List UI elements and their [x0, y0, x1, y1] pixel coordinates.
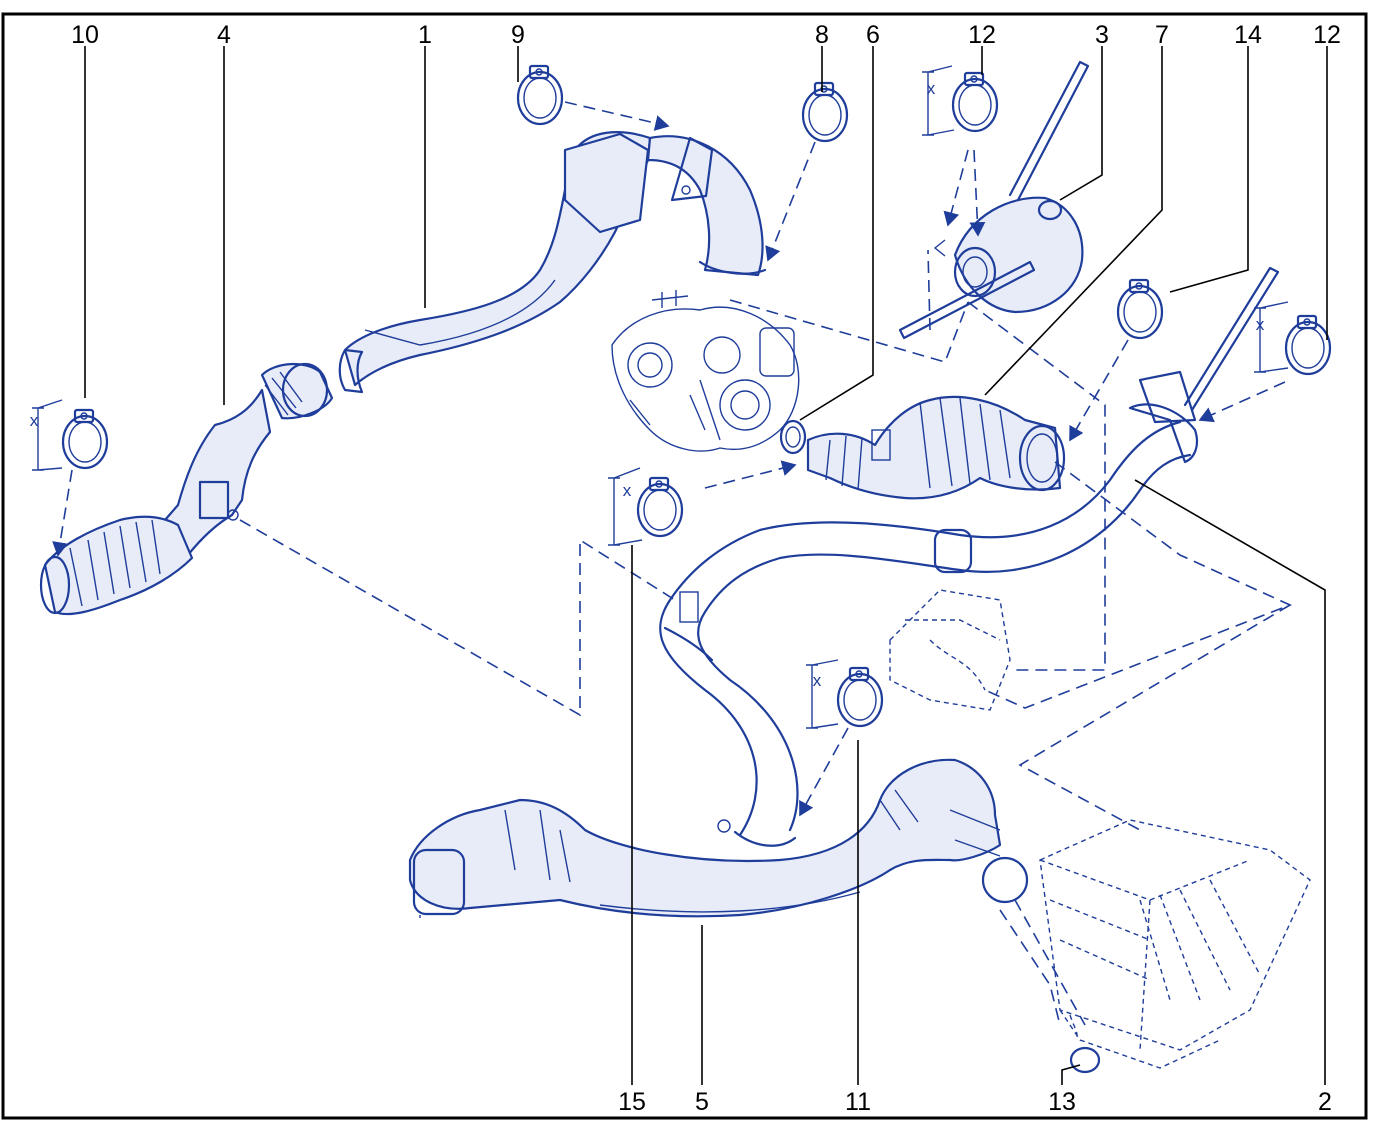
leader-lines [84, 46, 1328, 1085]
callout-11: 11 [845, 1088, 871, 1116]
part-11-clamp-icon [836, 666, 884, 728]
callout-12a: 12 [968, 21, 996, 49]
engine-fragment [889, 589, 1011, 711]
callout-7: 7 [1155, 21, 1169, 49]
callout-3: 3 [1095, 21, 1109, 49]
callout-12b: 12 [1313, 21, 1341, 49]
callout-4: 4 [217, 21, 231, 49]
part-14-clamp-icon [1116, 278, 1164, 340]
dimension-x-label-12b: x [1256, 315, 1265, 334]
part-15-clamp-icon [636, 476, 684, 538]
callouts-top: 10 4 1 9 8 6 12 3 7 14 12 [71, 21, 1341, 49]
dimension-x-label-10: x [30, 411, 39, 430]
callout-2: 2 [1318, 1088, 1332, 1116]
dimension-markers: x x x x x [30, 65, 1289, 729]
part-6-seal-ring [779, 419, 807, 455]
callouts-bottom: 15 5 11 13 2 [618, 1088, 1332, 1116]
part-9-clamp-icon [516, 64, 564, 126]
part-3-resonator [898, 60, 1090, 340]
callout-13: 13 [1048, 1088, 1076, 1116]
part-5-lower-intake-duct [408, 758, 1029, 918]
part-1-intake-duct [338, 131, 767, 394]
callout-9: 9 [511, 21, 525, 49]
callout-10: 10 [71, 21, 99, 49]
callout-15: 15 [618, 1088, 646, 1116]
part-4-bellows-duct [39, 362, 334, 616]
part-12a-clamp-icon [951, 71, 999, 133]
air-filter-housing [1039, 819, 1311, 1074]
part-2-intercooler-hose [659, 266, 1280, 847]
diagram-frame [1, 12, 1368, 1120]
dimension-x-label-15: x [623, 481, 632, 500]
callout-6: 6 [866, 21, 880, 49]
part-10-clamp-icon [61, 408, 109, 470]
dimension-x-label-11: x [813, 671, 822, 690]
turbocharger [611, 290, 800, 452]
part-7-turbo-outlet-hose [806, 395, 1066, 500]
dimension-x-label-12a: x [927, 79, 936, 98]
callout-5: 5 [695, 1088, 709, 1116]
callout-1: 1 [418, 21, 432, 49]
part-8-clamp-icon [801, 81, 849, 143]
callout-14: 14 [1234, 21, 1262, 49]
assembly-lines [52, 101, 1293, 1026]
part-12b-clamp-icon [1284, 314, 1332, 376]
callout-8: 8 [815, 21, 829, 49]
